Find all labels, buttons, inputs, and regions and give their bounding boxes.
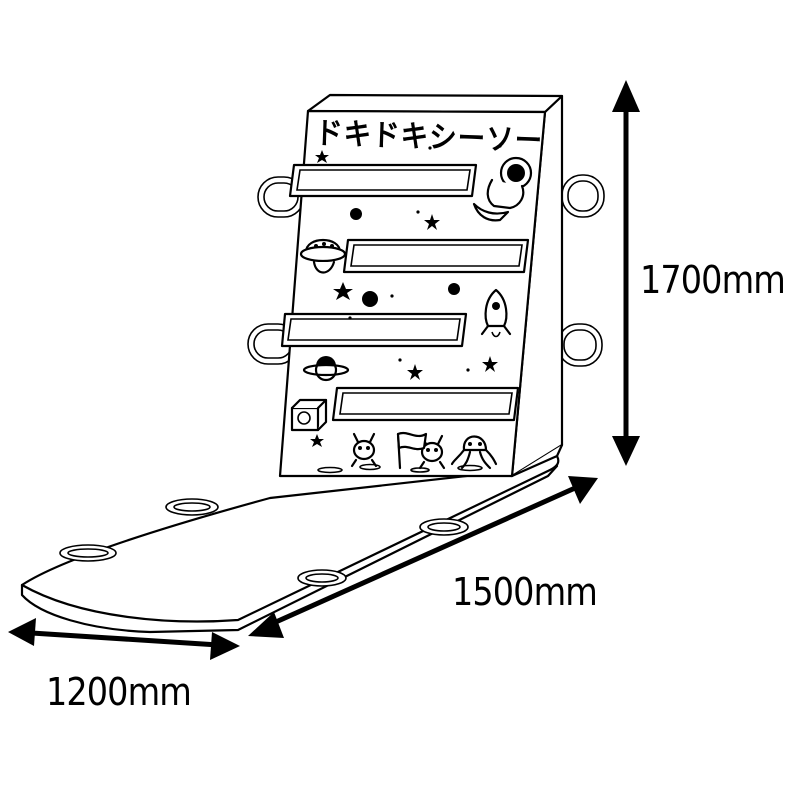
astronaut-icon	[472, 156, 533, 222]
width-dimension-label: 1200mm	[46, 670, 192, 714]
slot-4	[331, 386, 520, 422]
width-arrow	[8, 618, 240, 660]
base-handle-loops	[59, 498, 469, 587]
planet-dots	[338, 144, 502, 372]
back-board	[278, 93, 564, 478]
star-icon	[310, 150, 498, 447]
rocket-icon	[480, 288, 512, 338]
height-dimension-label: 1700mm	[640, 258, 786, 302]
ufo-icon	[299, 239, 347, 274]
box-icon	[290, 398, 328, 432]
planet-icon	[302, 356, 350, 382]
flag-icon	[396, 431, 428, 470]
slot-2	[342, 238, 530, 274]
height-arrow	[612, 80, 640, 466]
slot-1	[288, 163, 478, 198]
product-title: ドキドキシーソー	[314, 115, 544, 159]
depth-arrow	[248, 476, 598, 638]
alien-icon	[350, 432, 378, 468]
decorations	[290, 144, 533, 474]
base-plank	[20, 454, 560, 634]
slot-3	[280, 312, 468, 348]
slots	[280, 163, 530, 422]
ground-craters	[317, 463, 483, 474]
octopus-icon	[450, 435, 498, 470]
depth-dimension-label: 1500mm	[452, 570, 598, 614]
